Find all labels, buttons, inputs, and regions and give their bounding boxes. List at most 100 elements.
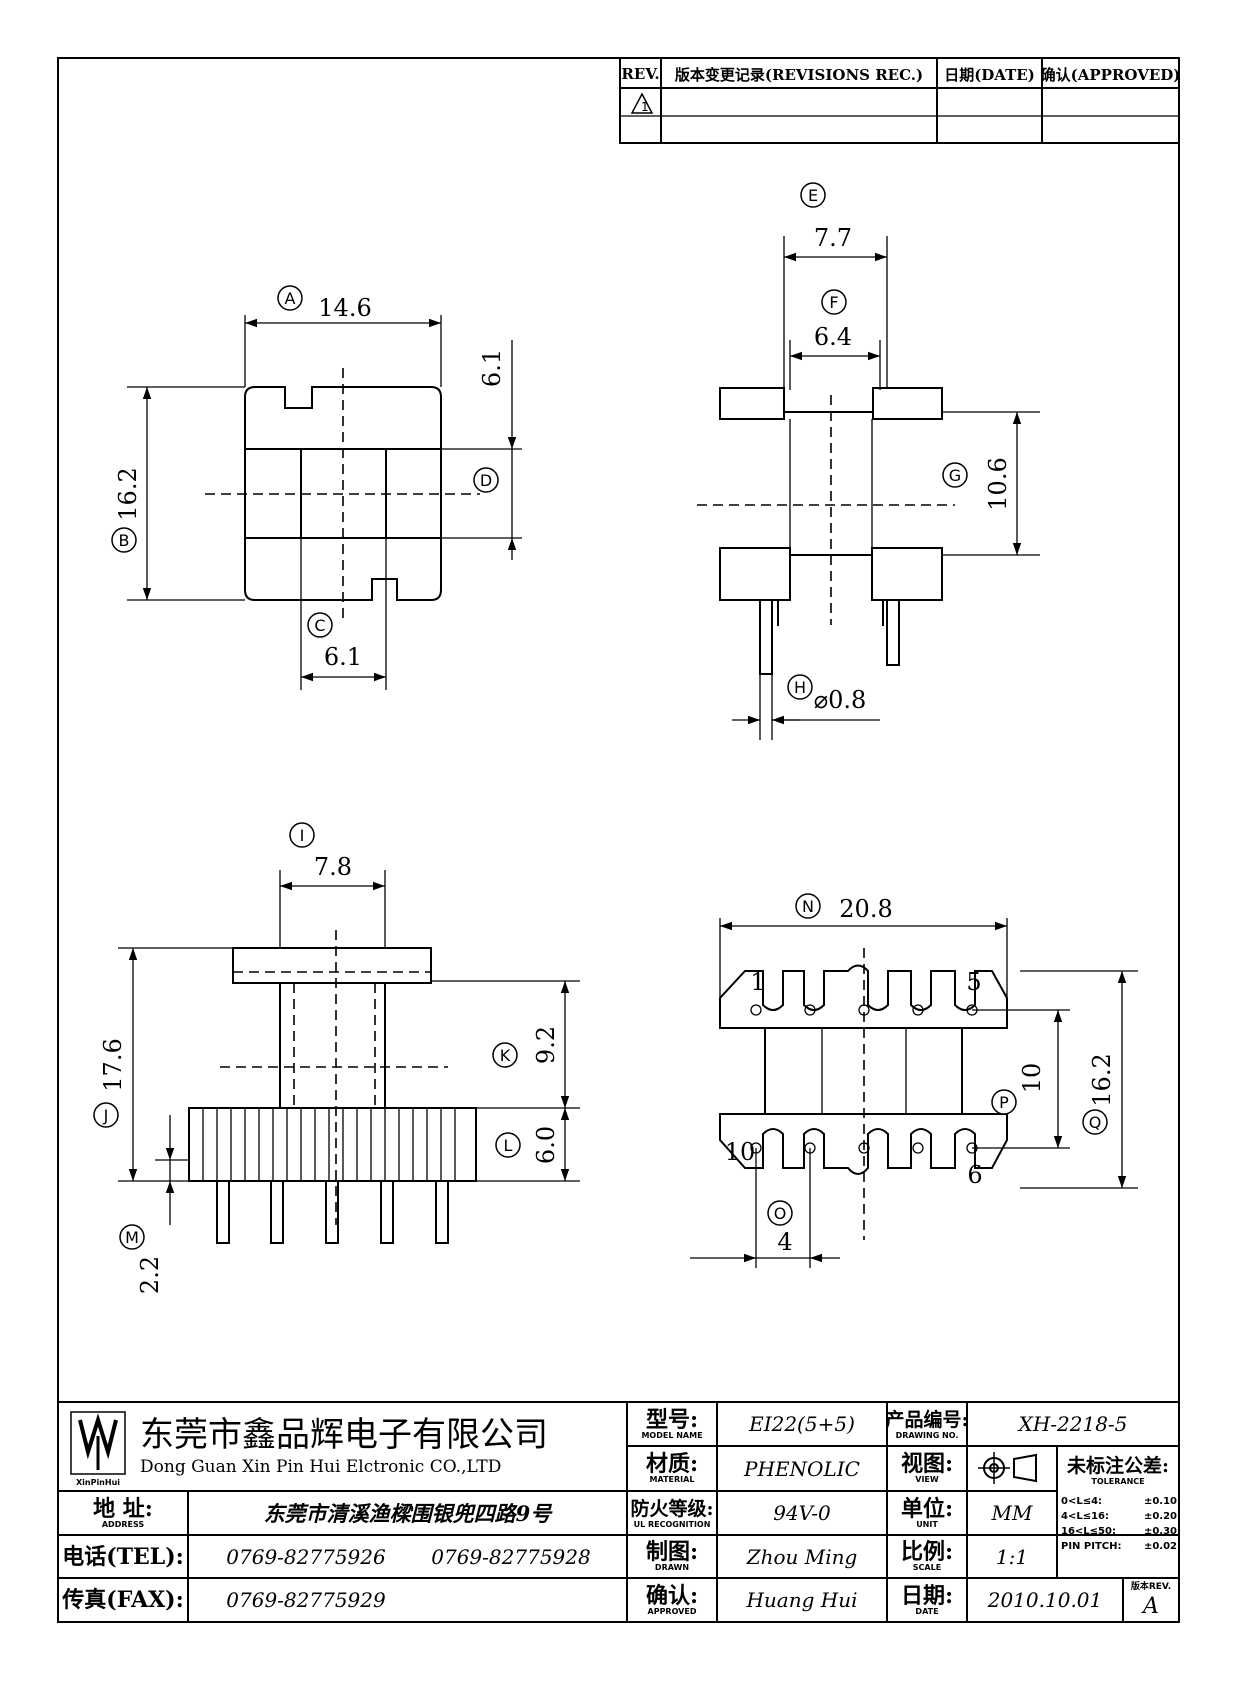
- company-logo: [70, 1411, 126, 1475]
- model-label: 型号:MODEL NAME: [641, 1406, 703, 1440]
- dimension-a: A 14.6: [244, 285, 442, 387]
- dimension-o: O 4: [690, 1148, 840, 1268]
- svg-text:1: 1: [641, 100, 649, 114]
- address-label: 地 址: ADDRESS: [93, 1495, 153, 1529]
- revision-table: 1: [619, 57, 1180, 144]
- model-value: EI22(5+5): [749, 1412, 855, 1436]
- dimension-e: E 7.7: [783, 182, 888, 388]
- sheet-border: [57, 57, 1180, 1623]
- ul-value: 94V-0: [773, 1501, 831, 1525]
- front-view: [205, 368, 480, 620]
- unit-label: 单位:UNIT: [900, 1495, 954, 1529]
- scale-label: 比例:SCALE: [900, 1539, 954, 1572]
- dimension-q: 16.2 Q: [1020, 970, 1138, 1189]
- pin-label-10: 10: [725, 1138, 756, 1166]
- company-name-en: Dong Guan Xin Pin Hui Elctronic CO.,LTD: [140, 1457, 502, 1477]
- dimension-n: N 20.8: [719, 893, 1008, 998]
- svg-text:16.2: 16.2: [1088, 1053, 1116, 1106]
- svg-text:E: E: [808, 186, 818, 205]
- svg-text:C: C: [314, 616, 325, 635]
- revisions-header: 版本变更记录(REVISIONS REC.): [674, 65, 924, 84]
- pin-label-1: 1: [750, 968, 765, 996]
- dimension-d: 6.1 D: [441, 340, 522, 560]
- svg-text:L: L: [504, 1136, 513, 1155]
- approved-header: 确认(APPROVED): [1040, 65, 1181, 84]
- svg-text:M: M: [125, 1228, 139, 1247]
- dimension-h: H ⌀0.8: [732, 674, 880, 740]
- dimension-c: C 6.1: [300, 600, 387, 690]
- fax-label: 传真(FAX):: [62, 1587, 184, 1613]
- svg-text:H: H: [794, 678, 806, 697]
- pin-label-5: 5: [966, 968, 981, 996]
- svg-text:P: P: [999, 1093, 1009, 1112]
- svg-text:17.6: 17.6: [99, 1038, 127, 1091]
- bottom-view: 1 5 10 6: [719, 948, 1008, 1240]
- dimension-b: 16.2 B: [111, 386, 245, 601]
- title-block-grid: [57, 1401, 1180, 1623]
- dimension-k: 9.2 K: [431, 980, 580, 1109]
- svg-text:16.2: 16.2: [114, 467, 142, 520]
- svg-text:6.0: 6.0: [532, 1126, 560, 1164]
- side-view: [697, 387, 955, 675]
- pin-label-6: 6: [967, 1161, 982, 1189]
- svg-text:K: K: [500, 1046, 511, 1065]
- svg-text:O: O: [774, 1204, 787, 1223]
- svg-text:A: A: [285, 289, 296, 308]
- svg-text:J: J: [103, 1106, 109, 1125]
- svg-text:2.2: 2.2: [136, 1256, 164, 1294]
- dimension-i: I 7.8: [279, 822, 386, 948]
- dimension-m: M 2.2: [119, 1115, 189, 1294]
- svg-text:7.7: 7.7: [814, 224, 852, 252]
- approved-label: 确认:APPROVED: [645, 1582, 699, 1616]
- svg-text:B: B: [119, 531, 130, 550]
- svg-text:9.2: 9.2: [532, 1026, 560, 1064]
- rev-header: REV.: [621, 65, 660, 83]
- svg-text:G: G: [949, 466, 961, 485]
- fax-value: 0769-82775929: [226, 1588, 386, 1612]
- date-label: 日期:DATE: [900, 1582, 954, 1616]
- rev-value: A: [1143, 1593, 1159, 1619]
- elevation-ribs: [202, 1108, 456, 1181]
- svg-text:6.1: 6.1: [324, 643, 362, 671]
- tolerance-label: 未标注公差:TOLERANCE: [1066, 1454, 1169, 1486]
- tel-1: 0769-82775926: [226, 1544, 386, 1569]
- date-value: 2010.10.01: [987, 1588, 1103, 1612]
- dimension-f: F 6.4: [789, 289, 881, 390]
- revision-triangle-icon: 1: [630, 92, 654, 114]
- svg-text:F: F: [829, 293, 838, 312]
- drawing-no-value: XH-2218-5: [1018, 1412, 1128, 1436]
- material-value: PHENOLIC: [744, 1456, 860, 1481]
- svg-text:10.6: 10.6: [984, 457, 1012, 510]
- svg-text:N: N: [802, 897, 814, 916]
- drawn-value: Zhou Ming: [746, 1544, 858, 1569]
- dimension-l: 6.0 L: [476, 1108, 580, 1182]
- elevation-view: [188, 930, 477, 1244]
- dimension-j: 17.6 J: [93, 947, 233, 1182]
- svg-text:4: 4: [777, 1228, 792, 1256]
- company-name-cn: 东莞市鑫品辉电子有限公司: [140, 1414, 548, 1453]
- svg-text:6.1: 6.1: [478, 349, 506, 387]
- tel-label: 电话(TEL):: [62, 1543, 184, 1570]
- dimension-p: 10 P: [972, 1009, 1070, 1149]
- svg-text:7.8: 7.8: [314, 853, 352, 881]
- svg-text:D: D: [480, 471, 492, 490]
- svg-text:I: I: [300, 826, 305, 845]
- drawn-label: 制图:DRAWN: [645, 1539, 699, 1572]
- third-angle-projection-icon: [978, 1452, 1037, 1484]
- address-value: 东莞市清溪渔樑围银兜四路9号: [263, 1501, 552, 1526]
- tolerance-table: 0<L≤4:±0.10 4<L≤16:±0.20 16<L≤50:±0.30 P…: [1061, 1496, 1177, 1552]
- svg-text:⌀0.8: ⌀0.8: [814, 686, 867, 714]
- view-label: 视图:VIEW: [900, 1451, 954, 1484]
- tel-2: 0769-82775928: [431, 1544, 591, 1569]
- approved-value: Huang Hui: [746, 1588, 858, 1612]
- date-header: 日期(DATE): [944, 65, 1035, 84]
- rev-label: 版本REV.: [1130, 1581, 1172, 1592]
- material-label: 材质:MATERIAL: [645, 1451, 699, 1484]
- drawing-no-label: 产品编号:DRAWING NO.: [887, 1408, 967, 1440]
- svg-text:20.8: 20.8: [839, 895, 892, 923]
- scale-value: 1:1: [995, 1544, 1029, 1569]
- ul-label: 防火等级:UL RECOGNITION: [630, 1497, 714, 1529]
- unit-value: MM: [991, 1501, 1033, 1525]
- elevation-pins: [216, 1180, 449, 1244]
